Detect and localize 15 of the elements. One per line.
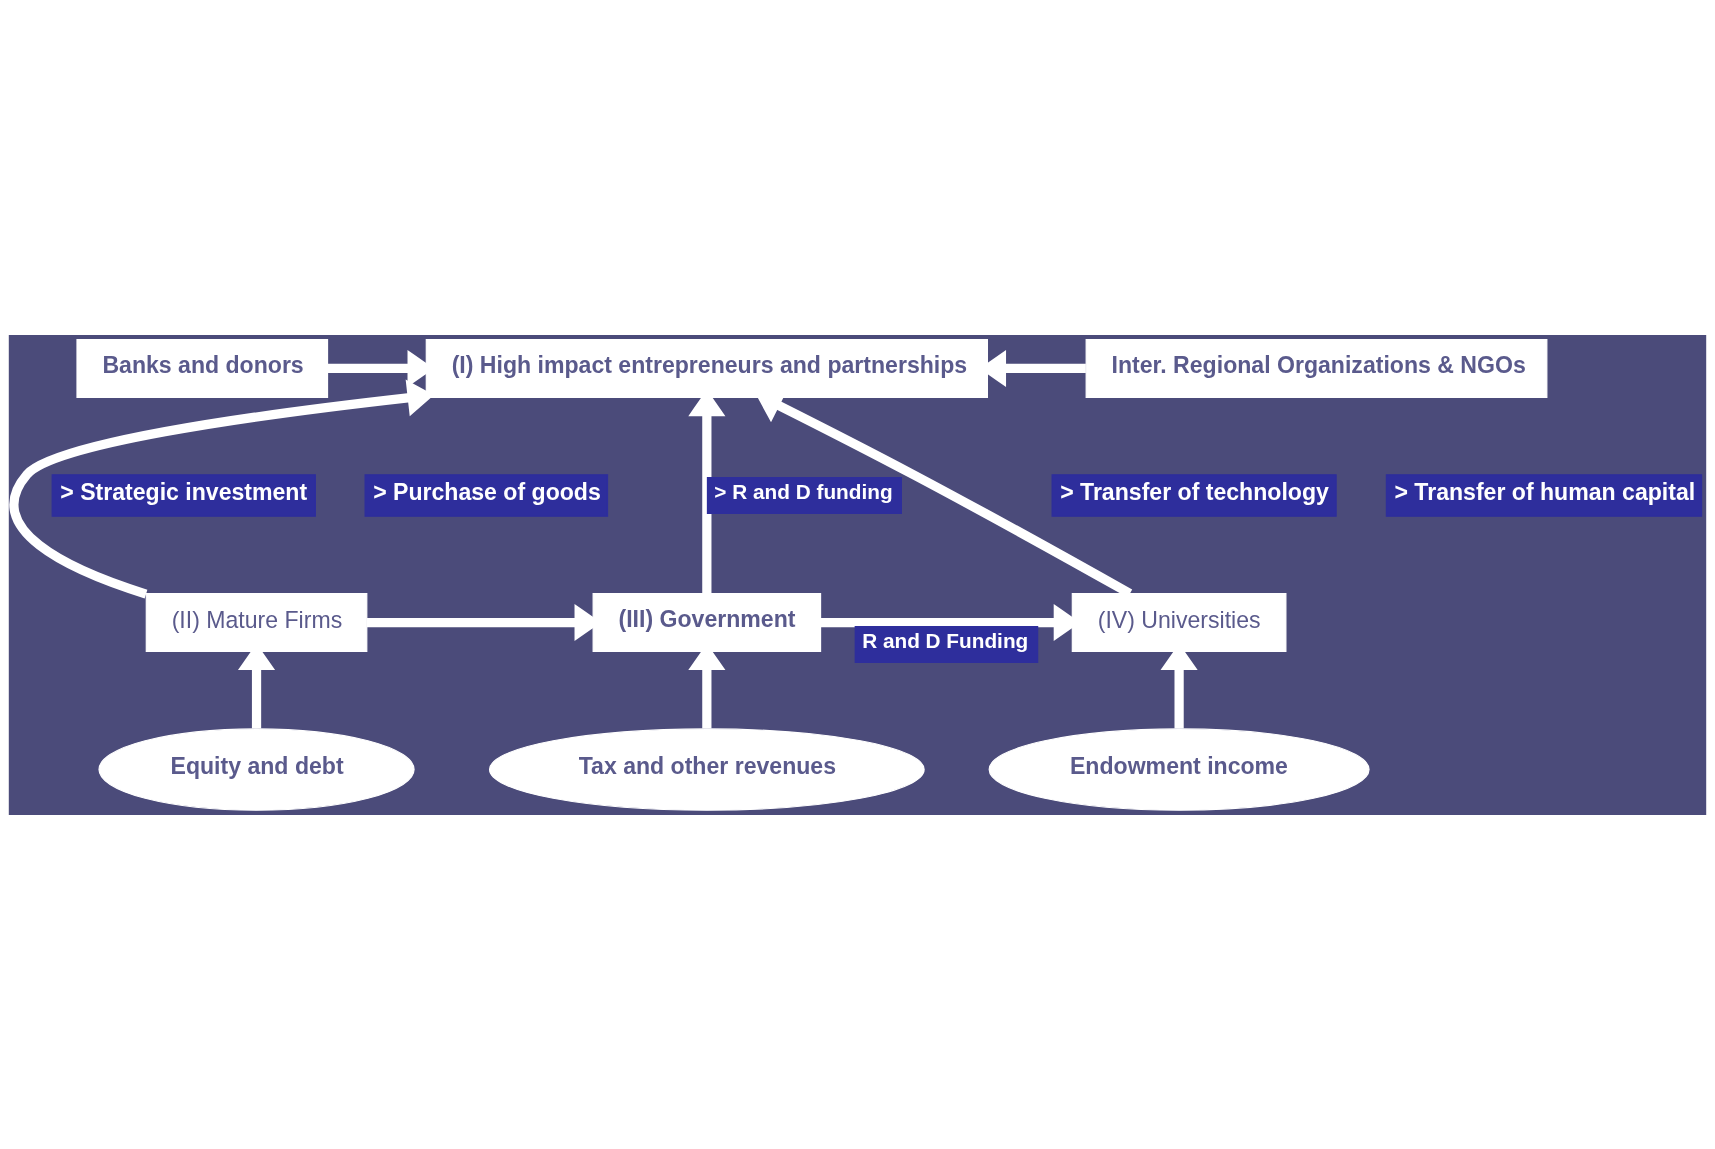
node-ellipse: Tax and other revenues: [489, 727, 925, 811]
node-box: Inter. Regional Organizations & NGOs: [1085, 338, 1548, 398]
edge-label: R and D Funding: [862, 628, 1029, 652]
label: > Strategic investment: [60, 478, 308, 505]
label: > Purchase of goods: [373, 478, 601, 505]
edge-label: > R and D funding: [714, 479, 893, 503]
label: > Transfer of human capital: [1394, 478, 1696, 505]
node-box: (IV) Universities: [1071, 592, 1287, 652]
label: > Transfer of technology: [1060, 478, 1329, 505]
node-box: (II) Mature Firms: [145, 592, 368, 652]
node-ellipse: Equity and debt: [98, 727, 415, 811]
node-box: (I) High impact entrepreneurs and partnerships: [425, 338, 988, 398]
node-box: (III) Government: [592, 592, 822, 652]
node-ellipse: Endowment income: [988, 727, 1370, 811]
node-box: Banks and donors: [76, 338, 329, 398]
